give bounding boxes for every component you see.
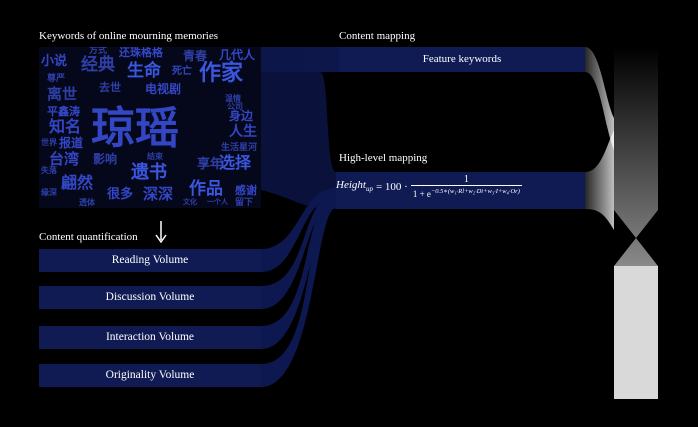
cloud-word: 离世 [47,85,78,103]
reading-volume-bar: Reading Volume [39,249,261,272]
interaction-volume-label: Interaction Volume [105,331,195,343]
discussion-volume-bar: Discussion Volume [39,286,261,309]
discussion-flow [261,194,336,309]
cloud-word: 深深 [143,185,174,203]
formula-bar [336,172,585,209]
cloud-word: 去世 [99,81,121,94]
cloud-word: 感谢 [235,184,257,197]
cloud-word: 翩然 [61,173,94,192]
cloud-word: 平鑫涛 [47,105,80,118]
formula-equals: = 100 · [375,180,408,193]
cloud-word: 身边 [229,109,254,123]
cloud-word: 青春 [183,49,208,63]
word-cloud: 琼瑶作家 生命经典遗书作品 选择 知名台湾翩然深深很多 小说人生 离世 电视剧 几代人青春 还珠… [39,47,261,208]
cloud-word: 享年 [197,157,224,172]
cloud-word: 作家 [199,61,244,86]
interaction-volume-bar: Interaction Volume [39,326,261,349]
cloud-word: 透体 [79,198,95,207]
formula-to-column-fan [585,130,614,230]
cloud-word: 一个人 [207,198,228,206]
feature-keywords-label: Feature keywords [422,53,502,65]
keywords-title: Keywords of online mourning memories [39,30,219,42]
cloud-word: 方式 [89,47,108,56]
cloud-word: 失落 [41,166,57,175]
cloud-word: 影响 [93,152,118,166]
cloud-word: 缘深 [41,188,57,197]
originality-flow [261,202,336,387]
cloud-word: 尊严 [47,74,66,84]
cloud-word: 电视剧 [145,82,182,96]
reading-flow [261,188,336,272]
cloud-word: 遗书 [131,162,167,183]
cloud-word: 很多 [107,187,134,202]
cloud-word: 知名 [49,117,82,136]
cloud-word: 文化 [183,198,197,206]
cloud-word: 人生 [229,124,257,140]
cloud-word: 琼瑶 [91,103,179,154]
cloud-word: 经典 [81,55,115,75]
cloud-word: 还珠格格 [119,47,163,59]
formula-lhs: Heightup [336,179,373,194]
keywords-to-column-fan [585,47,614,150]
output-column-base [614,266,658,399]
cloud-word: 公司 [227,102,243,111]
cloud-word: 世界 [41,138,57,147]
cloud-word: 台湾 [49,150,80,168]
discussion-volume-label: Discussion Volume [105,291,195,303]
down-arrow-head [155,234,167,244]
formula-fraction: 1 1 + e−0.5∗(w₁·Rl+w₂·Di+w₃·I+w₄·Or) [410,174,522,199]
cloud-word: 作品 [189,179,223,199]
cloud-word: 温情 [225,94,241,103]
cloud-word: 报道 [59,136,84,150]
cloud-word: 生命 [127,61,161,81]
feature-keywords-bar [339,47,585,72]
content-quantification-title: Content quantification [39,231,138,243]
cloud-word: 死亡 [172,66,192,77]
reading-volume-label: Reading Volume [111,254,189,266]
cloud-word: 几代人 [219,48,256,62]
cloud-word: 留下 [235,198,254,208]
cloud-word: 结束 [147,152,163,161]
originality-volume-label: Originality Volume [105,369,195,381]
content-mapping-title: Content mapping [339,30,416,42]
cloud-word: 选择 [219,153,252,172]
height-formula: Heightup = 100 · 1 1 + e−0.5∗(w₁·Rl+w₂·D… [336,174,522,199]
cloud-word: 小说 [41,54,68,69]
cloud-word: 生活星河 [221,143,258,153]
high-level-mapping-title: High-level mapping [339,152,428,164]
originality-volume-bar: Originality Volume [39,364,261,387]
